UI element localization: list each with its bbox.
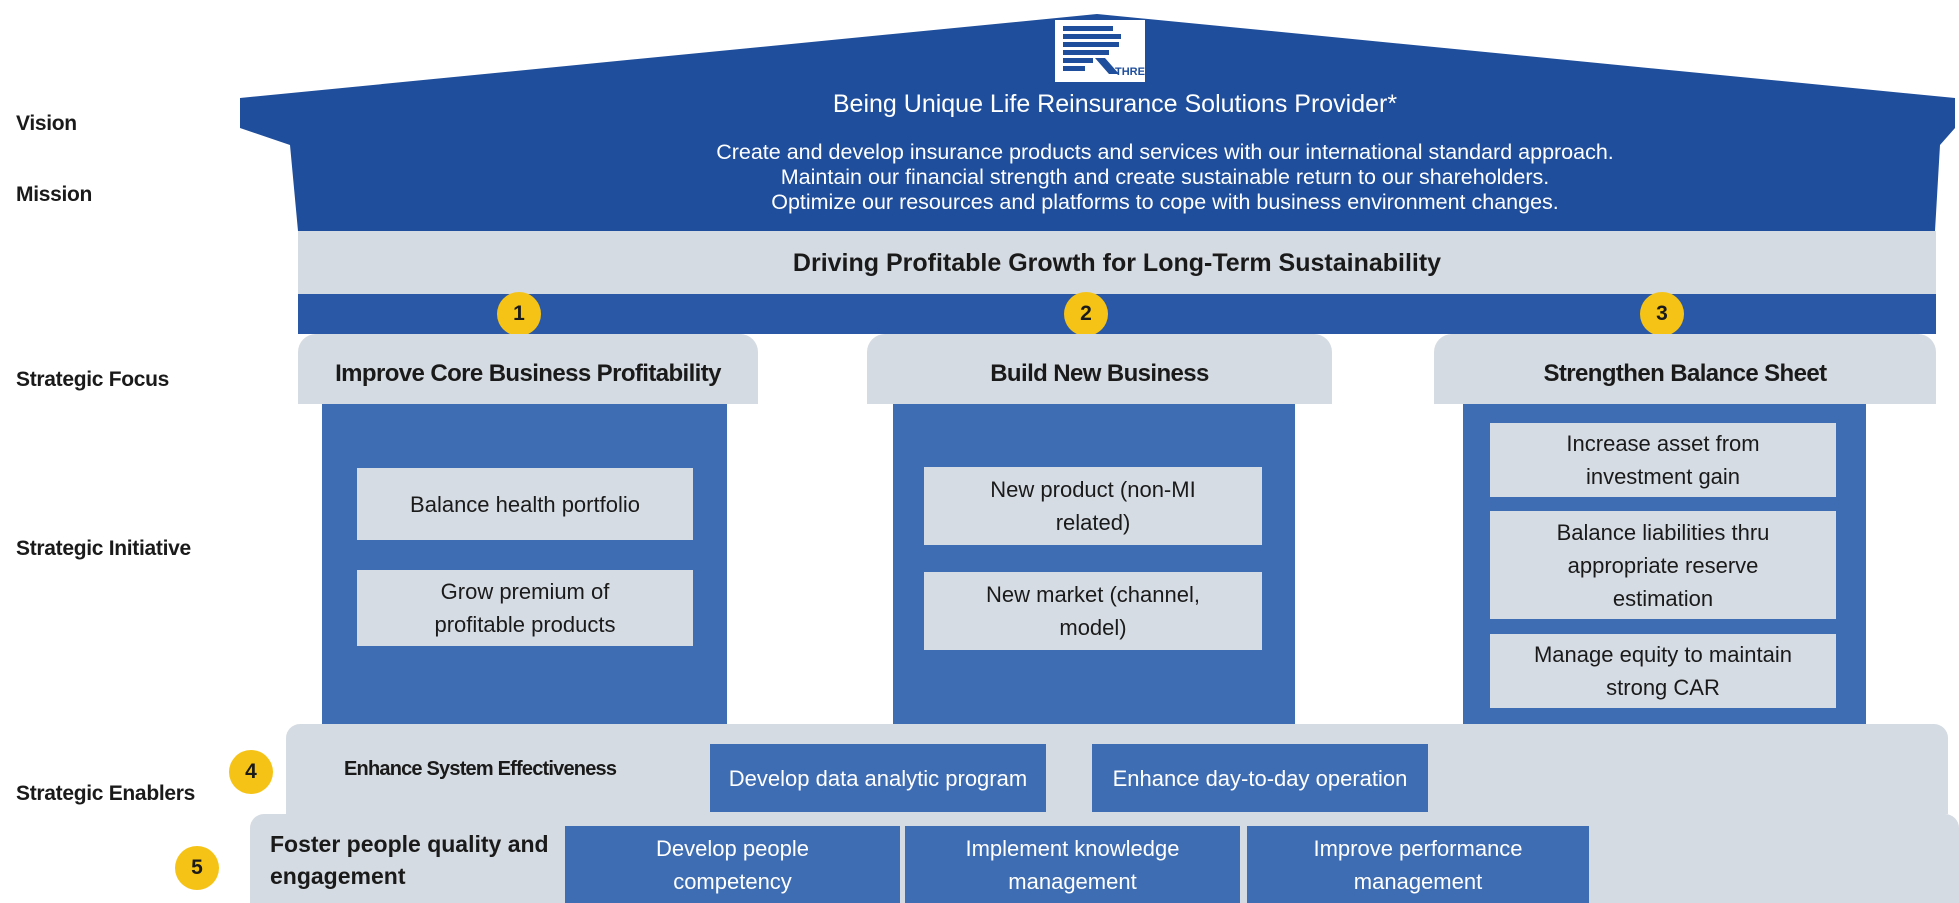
initiative-box: Balance health portfolio	[357, 468, 693, 540]
pillar-title: Build New Business	[990, 360, 1209, 387]
enabler-item-text: Develop data analytic program	[728, 765, 1028, 791]
mission-line: Maintain our financial strength and crea…	[780, 165, 1550, 189]
vision-label: Vision	[16, 112, 77, 135]
growth-band	[298, 231, 1936, 294]
enabler-item: Develop people competency	[565, 826, 900, 903]
mission-label: Mission	[16, 183, 93, 206]
initiative-text: New product (non-MI related)	[990, 477, 1196, 535]
architrave-strip	[298, 294, 1936, 334]
initiative-box: Increase asset from investment gain	[1490, 423, 1836, 497]
enabler-item: Develop data analytic program	[710, 744, 1046, 812]
mission-line: Optimize our resources and platforms to …	[771, 190, 1559, 214]
initiative-text: Grow premium of profitable products	[434, 579, 616, 637]
mission-statement: Create and develop insurance products an…	[440, 140, 1890, 215]
enabler-number-badge: 5	[175, 846, 219, 890]
enabler-number-badge: 4	[229, 750, 273, 794]
pillar-number-badge: 3	[1640, 292, 1684, 336]
initiative-box: Grow premium of profitable products	[357, 570, 693, 646]
pillar-number-badge: 2	[1064, 292, 1108, 336]
initiative-box: New market (channel, model)	[924, 572, 1262, 650]
vision-statement: Being Unique Life Reinsurance Solutions …	[832, 90, 1398, 118]
enabler-item-text: Develop people competency	[656, 835, 809, 894]
enabler-item-text: Enhance day-to-day operation	[1112, 765, 1408, 791]
initiative-text: Increase asset from investment gain	[1566, 431, 1760, 489]
logo-text: THREL	[1115, 66, 1152, 78]
pillar-title: Improve Core Business Profitability	[335, 360, 721, 387]
enabler-title: Foster people quality and engagement	[270, 831, 549, 889]
initiative-box: Manage equity to maintain strong CAR	[1490, 634, 1836, 708]
initiative-box: Balance liabilities thru appropriate res…	[1490, 511, 1836, 619]
threl-logo: THREL	[1055, 20, 1152, 82]
enabler-item: Implement knowledge management	[905, 826, 1240, 903]
enabler-item-text: Implement knowledge management	[965, 835, 1180, 894]
initiative-text: New market (channel, model)	[986, 582, 1200, 640]
pillar-column	[893, 404, 1295, 724]
pillar-column	[322, 404, 727, 724]
pillar-capital	[298, 334, 758, 404]
enabler-item-text: Improve performance management	[1313, 835, 1523, 894]
enabler-item: Enhance day-to-day operation	[1092, 744, 1428, 812]
pillar-title: Strengthen Balance Sheet	[1543, 360, 1827, 387]
initiative-text: Balance liabilities thru appropriate res…	[1556, 519, 1770, 611]
pillar-number-badge: 1	[497, 292, 541, 336]
strategic-initiative-label: Strategic Initiative	[16, 537, 191, 560]
pillar-capital	[1434, 334, 1936, 404]
enabler-item: Improve performance management	[1247, 826, 1589, 903]
strategic-enablers-label: Strategic Enablers	[16, 782, 196, 805]
initiative-text: Manage equity to maintain strong CAR	[1533, 642, 1793, 700]
enabler-title: Enhance System Effectiveness	[344, 758, 617, 780]
mission-line: Create and develop insurance products an…	[716, 140, 1614, 164]
growth-title: Driving Profitable Growth for Long-Term …	[792, 249, 1442, 277]
initiative-text: Balance health portfolio	[410, 491, 640, 517]
initiative-box: New product (non-MI related)	[924, 467, 1262, 545]
strategic-focus-label: Strategic Focus	[16, 368, 170, 391]
pillar-capital	[867, 334, 1332, 404]
